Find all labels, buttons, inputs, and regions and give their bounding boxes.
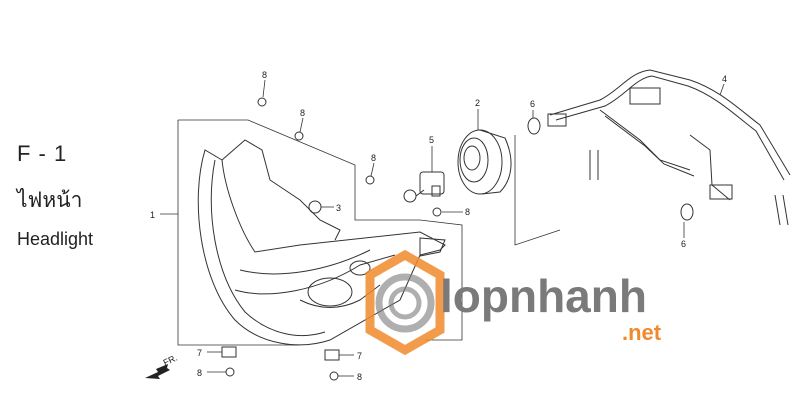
callout-8e: 8 — [197, 368, 202, 378]
clips — [221, 200, 340, 361]
callout-7a: 7 — [197, 348, 202, 358]
front-direction-marker: FR. — [145, 353, 179, 379]
watermark-text: lopnhanh — [440, 270, 647, 322]
callout-leaders — [207, 79, 725, 377]
callout-4: 4 — [722, 74, 727, 84]
direction-label: FR. — [162, 353, 179, 368]
callout-8f: 8 — [357, 372, 362, 382]
watermark-logo — [365, 249, 445, 356]
callout-7b: 7 — [357, 351, 362, 361]
callout-2: 2 — [475, 98, 480, 108]
watermark-suffix: .net — [622, 320, 662, 345]
callout-5: 5 — [429, 135, 434, 145]
callout-8d: 8 — [465, 207, 470, 217]
headlight-bulb — [403, 171, 445, 203]
position-bulb-socket — [527, 113, 694, 221]
headlight-housing — [197, 139, 446, 346]
callout-8a: 8 — [262, 70, 267, 80]
wiring-harness — [549, 69, 791, 226]
callout-1: 1 — [150, 210, 155, 220]
callout-8c: 8 — [371, 153, 376, 163]
callout-numbers: 1 2 3 4 5 6 6 7 7 8 8 8 8 8 8 — [150, 70, 727, 382]
callout-3: 3 — [336, 203, 341, 213]
callout-8b: 8 — [300, 108, 305, 118]
callout-6a: 6 — [530, 99, 535, 109]
assembly-boundary — [160, 119, 463, 346]
section-code: F - 1 — [17, 141, 68, 166]
harness-leader — [514, 135, 561, 246]
dust-cover — [457, 129, 512, 195]
section-title-thai: ไฟหน้า — [17, 188, 83, 212]
section-title-english: Headlight — [17, 229, 94, 249]
callout-6b: 6 — [681, 239, 686, 249]
